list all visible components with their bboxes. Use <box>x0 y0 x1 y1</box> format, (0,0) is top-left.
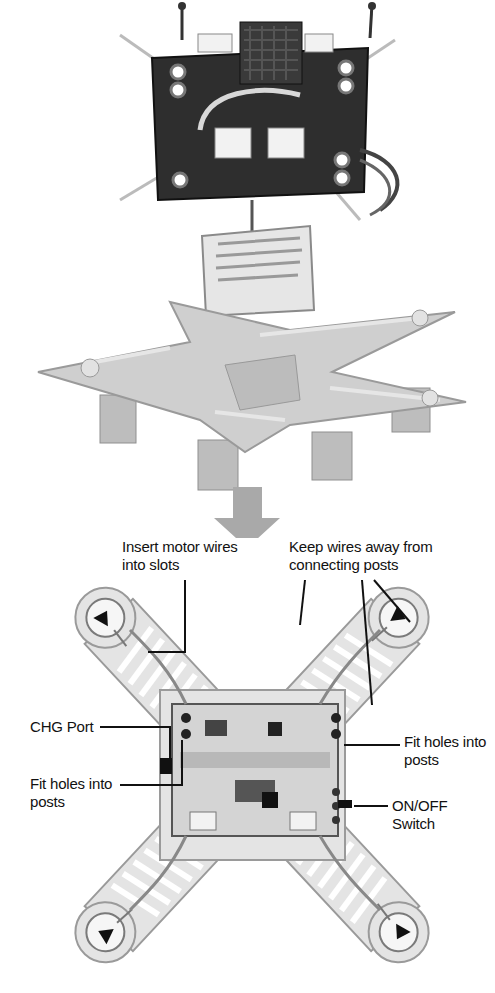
callout-label: CHG Port <box>28 718 95 736</box>
frame-top-view <box>61 573 443 976</box>
battery-pack <box>202 226 314 316</box>
callout-label: Insert motor wires into slots <box>120 538 264 574</box>
circuit-board-installed <box>130 630 380 910</box>
callout-label: Fit holes into posts <box>28 775 117 811</box>
callout-label: Fit holes into posts <box>402 733 491 769</box>
callout-label: ON/OFF Switch <box>390 797 474 833</box>
callout-label: Keep wires away from connecting posts <box>287 538 461 574</box>
frame-perspective <box>38 302 466 490</box>
leader-lines <box>100 580 410 806</box>
circuit-board-top <box>120 2 397 232</box>
